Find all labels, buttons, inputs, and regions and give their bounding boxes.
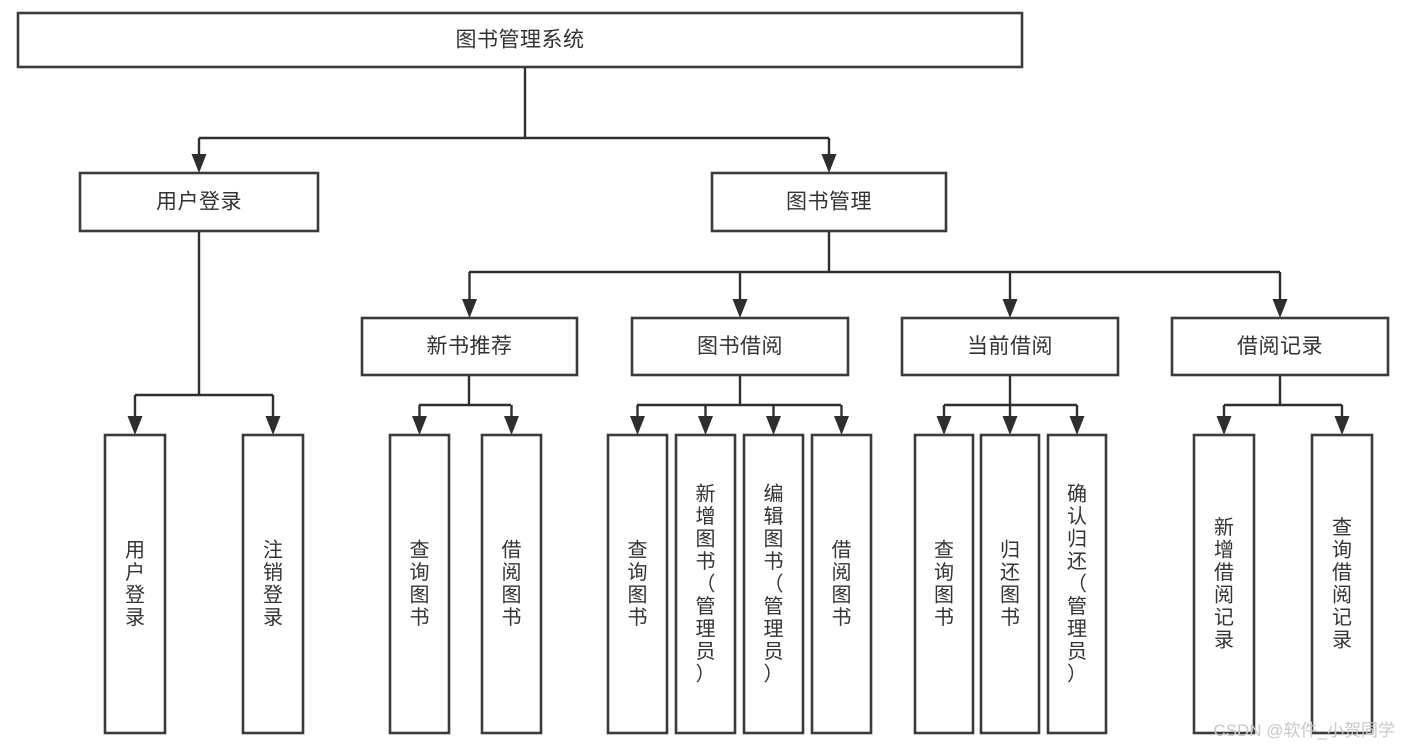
node-label-编辑图书管理员: 编辑图书（管理员） — [764, 482, 784, 685]
node-box-新增图书管理员[interactable] — [674, 433, 737, 735]
arrow-查询图书-arrowhead — [630, 416, 645, 435]
arrow-查询图书-arrowhead — [936, 416, 952, 435]
node-box-归还图书[interactable] — [979, 433, 1041, 735]
node-box-查询图书[interactable] — [388, 433, 451, 735]
node-label-图书借阅: 图书借阅 — [697, 335, 783, 358]
node-图书管理系统[interactable]: 图书管理系统 — [16, 11, 1024, 69]
node-查询图书[interactable]: 查询图书 — [388, 433, 451, 735]
arrow-新增图书管理员-arrowhead — [698, 416, 713, 435]
node-label-查询借阅记录: 查询借阅记录 — [1332, 516, 1352, 652]
node-label-借阅记录: 借阅记录 — [1237, 335, 1323, 358]
arrow-用户登录-arrowhead — [191, 154, 207, 173]
arrow-借阅图书-arrowhead — [834, 416, 849, 435]
node-label-查询图书: 查询图书 — [410, 539, 430, 630]
node-box-新书推荐[interactable] — [360, 316, 579, 377]
arrow-新增借阅记录-arrowhead — [1216, 416, 1232, 435]
node-借阅图书[interactable]: 借阅图书 — [480, 433, 543, 735]
node-box-查询图书[interactable] — [913, 433, 975, 735]
node-box-注销登录[interactable] — [241, 433, 305, 735]
node-box-查询图书[interactable] — [606, 433, 669, 735]
node-box-确认归还管理员[interactable] — [1046, 433, 1108, 735]
node-label-查询图书: 查询图书 — [934, 539, 954, 630]
node-label-用户登录: 用户登录 — [156, 191, 242, 214]
node-label-用户登录: 用户登录 — [125, 540, 145, 630]
node-注销登录[interactable]: 注销登录 — [241, 433, 305, 735]
node-box-当前借阅[interactable] — [900, 316, 1120, 377]
node-label-图书管理系统: 图书管理系统 — [456, 29, 585, 52]
node-box-用户登录[interactable] — [103, 433, 167, 735]
node-label-注销登录: 注销登录 — [263, 539, 283, 630]
arrow-注销登录-arrowhead — [265, 416, 281, 435]
node-借阅图书[interactable]: 借阅图书 — [810, 433, 873, 735]
arrow-编辑图书管理员-arrowhead — [766, 416, 781, 435]
arrow-图书借阅-arrowhead — [732, 299, 748, 318]
arrow-借阅记录-arrowhead — [1272, 299, 1288, 318]
node-box-新增借阅记录[interactable] — [1192, 433, 1256, 735]
node-查询图书[interactable]: 查询图书 — [606, 433, 669, 735]
node-box-图书管理[interactable] — [710, 171, 948, 233]
node-图书借阅[interactable]: 图书借阅 — [630, 316, 850, 377]
node-用户登录[interactable]: 用户登录 — [103, 433, 167, 735]
node-box-图书管理系统[interactable] — [16, 11, 1024, 69]
arrow-查询借阅记录-arrowhead — [1334, 416, 1350, 435]
csdn-watermark: CSDN @软件_小贺同学 — [1213, 721, 1395, 740]
node-label-借阅图书: 借阅图书 — [502, 539, 522, 630]
node-新书推荐[interactable]: 新书推荐 — [360, 316, 579, 377]
node-box-借阅记录[interactable] — [1170, 316, 1390, 377]
node-box-借阅图书[interactable] — [810, 433, 873, 735]
node-label-归还图书: 归还图书 — [1000, 539, 1020, 630]
arrow-确认归还管理员-arrowhead — [1069, 416, 1085, 435]
node-用户登录[interactable]: 用户登录 — [78, 171, 320, 233]
node-box-编辑图书管理员[interactable] — [742, 433, 805, 735]
node-label-借阅图书: 借阅图书 — [832, 539, 852, 630]
node-box-用户登录[interactable] — [78, 171, 320, 233]
node-label-确认归还管理员: 确认归还（管理员） — [1067, 482, 1087, 685]
node-label-当前借阅: 当前借阅 — [967, 335, 1053, 358]
node-查询图书[interactable]: 查询图书 — [913, 433, 975, 735]
node-label-图书管理: 图书管理 — [786, 191, 872, 214]
node-layer: 图书管理系统用户登录图书管理新书推荐图书借阅当前借阅借阅记录用户登录注销登录查询… — [16, 11, 1390, 735]
node-确认归还管理员[interactable]: 确认归还（管理员） — [1046, 433, 1108, 735]
node-label-新增借阅记录: 新增借阅记录 — [1214, 516, 1234, 652]
node-box-借阅图书[interactable] — [480, 433, 543, 735]
node-新增借阅记录[interactable]: 新增借阅记录 — [1192, 433, 1256, 735]
node-label-新书推荐: 新书推荐 — [427, 335, 513, 358]
node-新增图书管理员[interactable]: 新增图书（管理员） — [674, 433, 737, 735]
node-归还图书[interactable]: 归还图书 — [979, 433, 1041, 735]
node-label-查询图书: 查询图书 — [628, 539, 648, 630]
arrow-归还图书-arrowhead — [1002, 416, 1018, 435]
node-box-图书借阅[interactable] — [630, 316, 850, 377]
node-box-查询借阅记录[interactable] — [1310, 433, 1374, 735]
arrow-查询图书-arrowhead — [412, 416, 427, 435]
node-图书管理[interactable]: 图书管理 — [710, 171, 948, 233]
node-查询借阅记录[interactable]: 查询借阅记录 — [1310, 433, 1374, 735]
arrow-用户登录-arrowhead — [127, 416, 143, 435]
node-编辑图书管理员[interactable]: 编辑图书（管理员） — [742, 433, 805, 735]
node-借阅记录[interactable]: 借阅记录 — [1170, 316, 1390, 377]
arrow-当前借阅-arrowhead — [1002, 299, 1018, 318]
arrow-图书管理-arrowhead — [821, 154, 837, 173]
node-label-新增图书管理员: 新增图书（管理员） — [696, 482, 716, 685]
connector-layer — [127, 67, 1350, 435]
node-当前借阅[interactable]: 当前借阅 — [900, 316, 1120, 377]
arrow-借阅图书-arrowhead — [504, 416, 519, 435]
arrow-新书推荐-arrowhead — [462, 299, 477, 318]
